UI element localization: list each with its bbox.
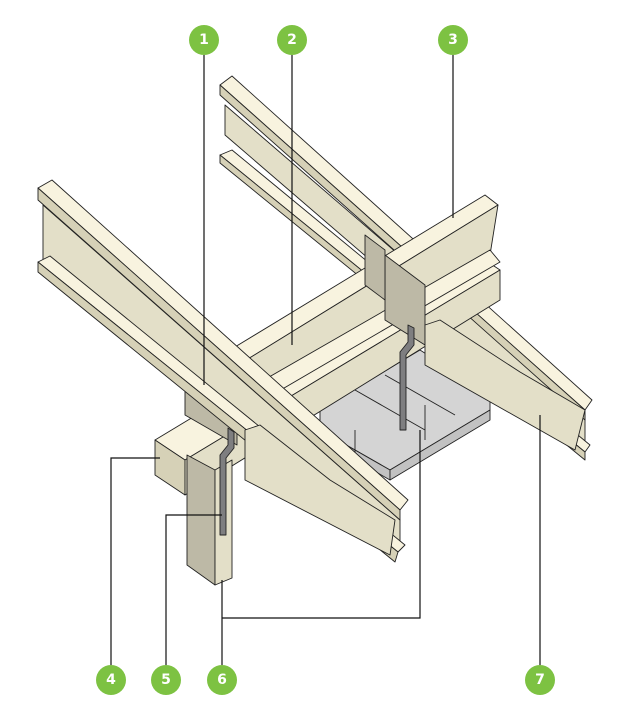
joist-hanger-back	[364, 234, 386, 301]
svg-text:5: 5	[161, 672, 171, 688]
svg-text:7: 7	[535, 672, 545, 688]
callout-5: 5	[151, 665, 181, 695]
callout-6: 6	[207, 665, 237, 695]
callout-4: 4	[96, 665, 126, 695]
svg-text:1: 1	[199, 32, 209, 48]
blocking-right	[424, 319, 586, 451]
callout-3: 3	[438, 25, 468, 55]
rim-board	[229, 194, 501, 406]
svg-text:2: 2	[287, 32, 297, 48]
svg-text:6: 6	[217, 672, 227, 688]
callout-7: 7	[525, 665, 555, 695]
callout-2: 2	[277, 25, 307, 55]
svg-text:4: 4	[106, 672, 116, 688]
svg-text:3: 3	[448, 32, 458, 48]
strap-tie-right	[399, 324, 415, 431]
callout-1: 1	[189, 25, 219, 55]
blocking-left	[244, 424, 396, 556]
post	[186, 454, 233, 586]
strap-tie-left	[219, 427, 235, 536]
leader-lines	[110, 55, 541, 665]
